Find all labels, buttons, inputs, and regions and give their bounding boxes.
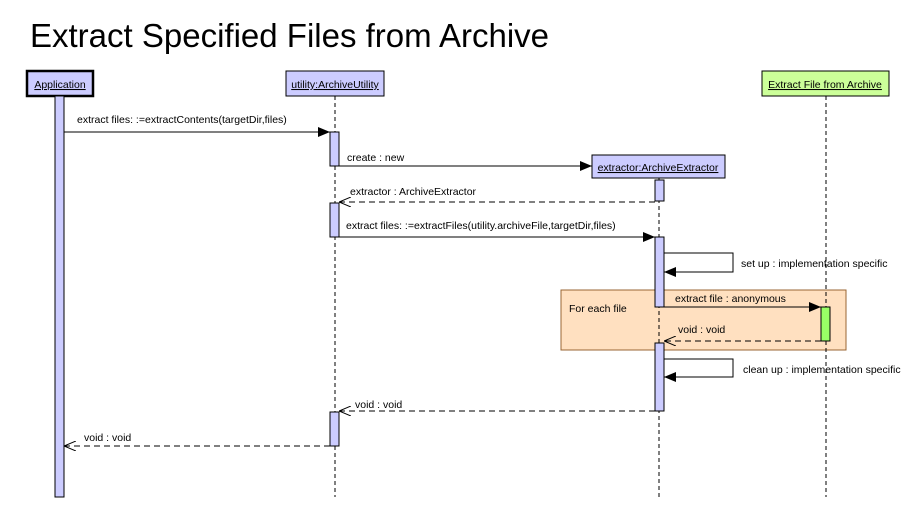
message-1-label: extract files: :=extractContents(targetD… xyxy=(77,114,287,126)
message-8-arrow xyxy=(664,358,734,382)
participant-utility[interactable]: utility:ArchiveUtility xyxy=(285,70,385,97)
extractor-activation-2 xyxy=(654,236,665,308)
message-9-label: void : void xyxy=(355,399,402,411)
message-4-label: extract files: :=extractFiles(utility.ar… xyxy=(346,220,616,232)
participant-extract-file[interactable]: Extract File from Archive xyxy=(761,70,890,97)
utility-activation-3 xyxy=(329,411,340,447)
participant-utility-label: utility:ArchiveUtility xyxy=(291,79,379,91)
message-3-label: extractor : ArchiveExtractor xyxy=(350,186,477,198)
diagram-title: Extract Specified Files from Archive xyxy=(30,17,549,54)
message-6-label: extract file : anonymous xyxy=(675,293,786,305)
participant-extractor-label: extractor:ArchiveExtractor xyxy=(598,162,719,174)
participant-application[interactable]: Application xyxy=(25,69,95,98)
message-8-label: clean up : implementation specific xyxy=(743,364,901,376)
extract-file-activation xyxy=(820,306,831,342)
message-5-label: set up : implementation specific xyxy=(741,258,888,270)
participant-extract-file-label: Extract File from Archive xyxy=(768,79,882,91)
message-5-arrow xyxy=(664,252,734,277)
message-10-label: void : void xyxy=(84,432,131,444)
participant-extractor[interactable]: extractor:ArchiveExtractor xyxy=(591,154,726,179)
utility-activation-2 xyxy=(329,202,340,238)
message-2-label: create : new xyxy=(347,152,405,164)
application-activation xyxy=(54,95,65,498)
extractor-activation-3 xyxy=(654,342,665,412)
loop-fragment xyxy=(560,289,847,351)
extractor-activation-1 xyxy=(654,179,665,202)
participant-application-label: Application xyxy=(34,79,86,91)
loop-label: For each file xyxy=(569,303,627,315)
message-7-label: void : void xyxy=(678,324,725,336)
utility-activation-1 xyxy=(329,131,340,167)
